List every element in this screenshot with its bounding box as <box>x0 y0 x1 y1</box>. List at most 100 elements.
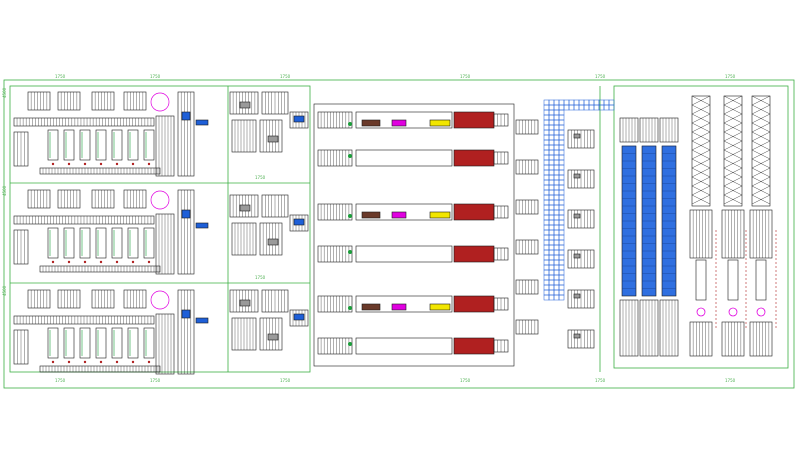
conveyor-cell <box>553 194 560 201</box>
conveyor-cell <box>558 134 565 141</box>
oven-line-4 <box>317 245 509 263</box>
transfer-column <box>177 91 195 177</box>
blue-indicator <box>293 115 305 123</box>
oven-green-dot <box>348 154 352 158</box>
dim-top-4: 1750 <box>460 74 471 79</box>
conveyor-cell <box>558 234 565 241</box>
station-red-marker <box>99 260 103 264</box>
conveyor-cell <box>548 184 555 191</box>
conveyor-cell <box>558 159 565 166</box>
blue-indicator <box>293 218 305 226</box>
conveyor-cell <box>568 99 575 106</box>
oven-red-heater <box>453 245 495 263</box>
conveyor-cell <box>553 244 560 251</box>
conveyor-cell <box>543 254 550 261</box>
conveyor-cell <box>548 114 555 121</box>
conveyor-cell <box>543 164 550 171</box>
rack-magenta-marker <box>696 307 706 317</box>
assembly-section-2 <box>13 189 195 275</box>
oven-entry <box>317 111 353 129</box>
station-red-marker <box>67 360 71 364</box>
tall-rack-brace <box>751 185 771 196</box>
conveyor-cell <box>553 99 560 106</box>
conveyor-cell <box>548 169 555 176</box>
tall-rack-1 <box>689 95 713 357</box>
tall-rack-brace <box>723 185 743 196</box>
oven-entry <box>317 295 353 313</box>
oven-body <box>355 203 453 221</box>
top-machine <box>27 189 51 209</box>
conveyor-cell <box>558 154 565 161</box>
top-machine <box>91 91 115 111</box>
gray-panel <box>573 133 581 139</box>
side-machine <box>515 159 539 175</box>
dim-top-5: 1750 <box>595 74 606 79</box>
gray-panel <box>573 253 581 259</box>
conveyor-cell <box>553 179 560 186</box>
station <box>79 227 91 259</box>
conveyor-grid <box>515 99 615 349</box>
station <box>111 129 123 161</box>
blue-indicator <box>181 309 191 319</box>
oven-red-heater <box>453 203 495 221</box>
conveyor-cell <box>543 154 550 161</box>
oven-body <box>355 295 453 313</box>
conveyor-cell <box>553 114 560 121</box>
station-red-marker <box>99 162 103 166</box>
blue-indicator <box>181 209 191 219</box>
conveyor-cell <box>548 209 555 216</box>
oven-body <box>355 245 453 263</box>
conveyor-cell <box>558 99 565 106</box>
oven-yellow-block <box>429 303 451 311</box>
conveyor-cell <box>558 114 565 121</box>
dim-left-2: 4500 <box>2 185 7 196</box>
conveyor-cell <box>558 259 565 266</box>
station <box>47 129 59 161</box>
top-machine <box>91 189 115 209</box>
station <box>127 327 139 359</box>
station-red-marker <box>67 260 71 264</box>
tall-rack-brace <box>691 149 711 160</box>
conveyor-cell <box>553 119 560 126</box>
conveyor-cell <box>548 189 555 196</box>
conveyor-cell <box>548 104 555 111</box>
conveyor-cell <box>558 269 565 276</box>
assembly-lines <box>13 91 195 375</box>
conveyor-cell <box>543 214 550 221</box>
conveyor-cell <box>553 134 560 141</box>
blue-conveyor-grid <box>543 99 615 301</box>
conveyor-cell <box>553 174 560 181</box>
conveyor-cell <box>543 104 550 111</box>
dim-bottom-4: 1750 <box>460 378 471 383</box>
conveyor-cell <box>553 274 560 281</box>
conveyor-cell <box>543 144 550 151</box>
station-red-marker <box>83 162 87 166</box>
oven-body <box>355 337 453 355</box>
conveyor-cell <box>548 289 555 296</box>
station <box>47 327 59 359</box>
conveyor-cell <box>548 134 555 141</box>
conveyor-cell <box>588 99 595 106</box>
conveyor-cell <box>548 199 555 206</box>
side-machine <box>515 279 539 295</box>
conveyor-cell <box>558 239 565 246</box>
tall-rack-brace <box>751 158 771 169</box>
transfer-unit-2 <box>195 194 309 256</box>
blue-indicator <box>181 111 191 121</box>
conveyor-cell <box>558 214 565 221</box>
top-machine <box>27 289 51 309</box>
conveyor-cell <box>558 244 565 251</box>
conveyor-cell <box>548 194 555 201</box>
tall-rack-brace <box>723 131 743 142</box>
conveyor-cell <box>553 144 560 151</box>
conveyor-cell <box>548 109 555 116</box>
oven-tray <box>361 303 381 311</box>
conveyor-cell <box>543 134 550 141</box>
station <box>63 129 75 161</box>
station-red-marker <box>115 260 119 264</box>
station-red-marker <box>51 260 55 264</box>
conveyor-cell <box>558 274 565 281</box>
gray-panel <box>267 135 279 143</box>
conveyor-cell <box>558 104 565 111</box>
transfer-machine <box>259 317 283 351</box>
